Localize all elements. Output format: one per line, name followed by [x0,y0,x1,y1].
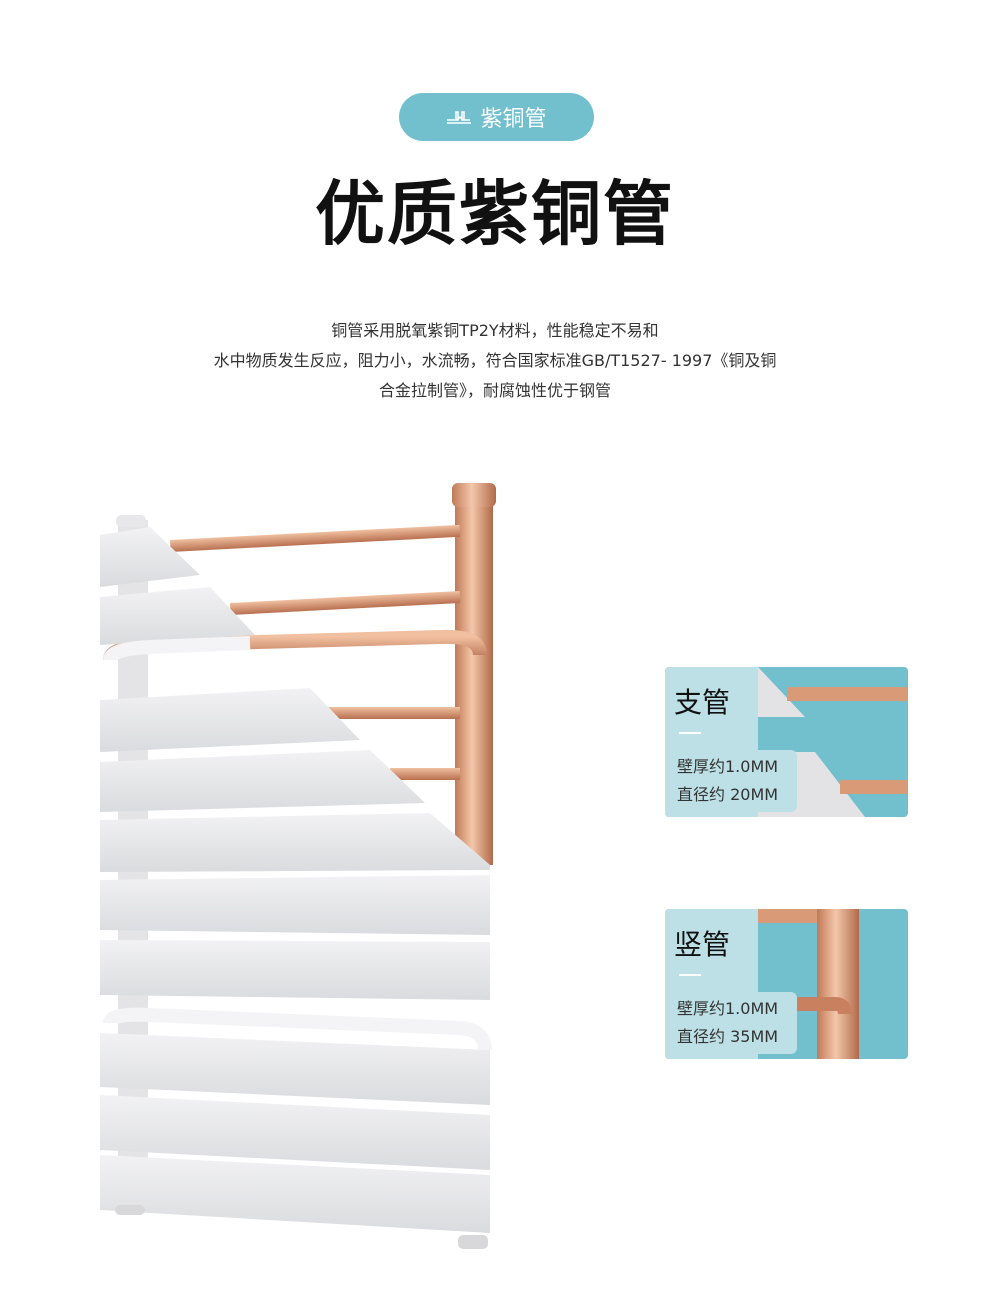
divider [679,974,701,976]
description: 铜管采用脱氧紫铜TP2Y材料，性能稳定不易和 水中物质发生反应，阻力小，水流畅，… [213,321,777,400]
badge-label: 紫铜管 [480,107,547,132]
vertical-pipe-closeup [758,909,859,1059]
page-title: 优质紫铜管 [315,173,675,255]
card-title: 竖管 [674,928,731,961]
branch-pipe-card: 支管 壁厚约1.0MM 直径约 20MM [665,667,908,817]
vertical-pipe-card: 竖管 壁厚约1.0MM 直径约 35MM [665,909,908,1059]
spec-box: 壁厚约1.0MM 直径约 35MM [665,992,797,1054]
pipe-icon [447,111,472,124]
card-title: 支管 [674,686,731,719]
divider [679,732,701,734]
spec-box: 壁厚约1.0MM 直径约 20MM [665,750,797,812]
radiator-image [100,483,496,1249]
section-badge: 紫铜管 [399,93,594,141]
